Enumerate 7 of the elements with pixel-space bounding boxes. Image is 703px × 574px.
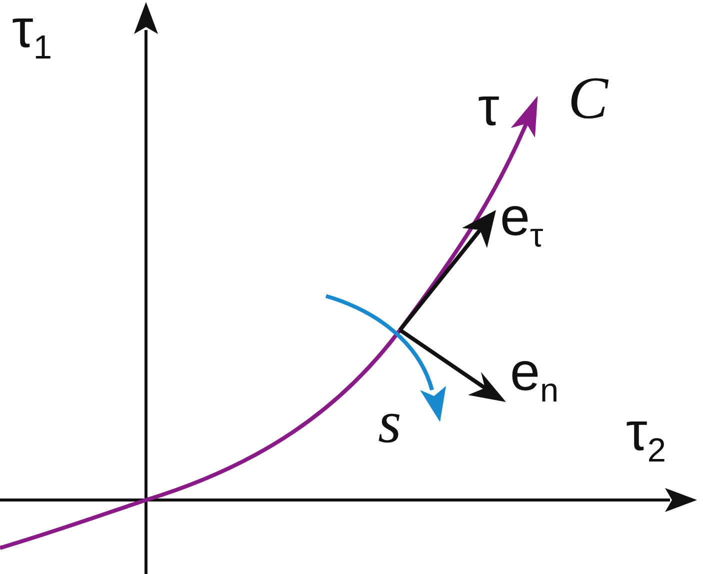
vector-label: e$_{n}$: [510, 345, 559, 408]
axis-label: τ$_{2}$: [626, 405, 666, 468]
direction-label: s: [378, 392, 402, 452]
curve-label: C: [568, 68, 608, 128]
curve-label: τ: [478, 80, 500, 134]
axis-label: τ$_{1}$: [12, 2, 52, 66]
vector-label: e$_{τ}$: [500, 190, 544, 254]
